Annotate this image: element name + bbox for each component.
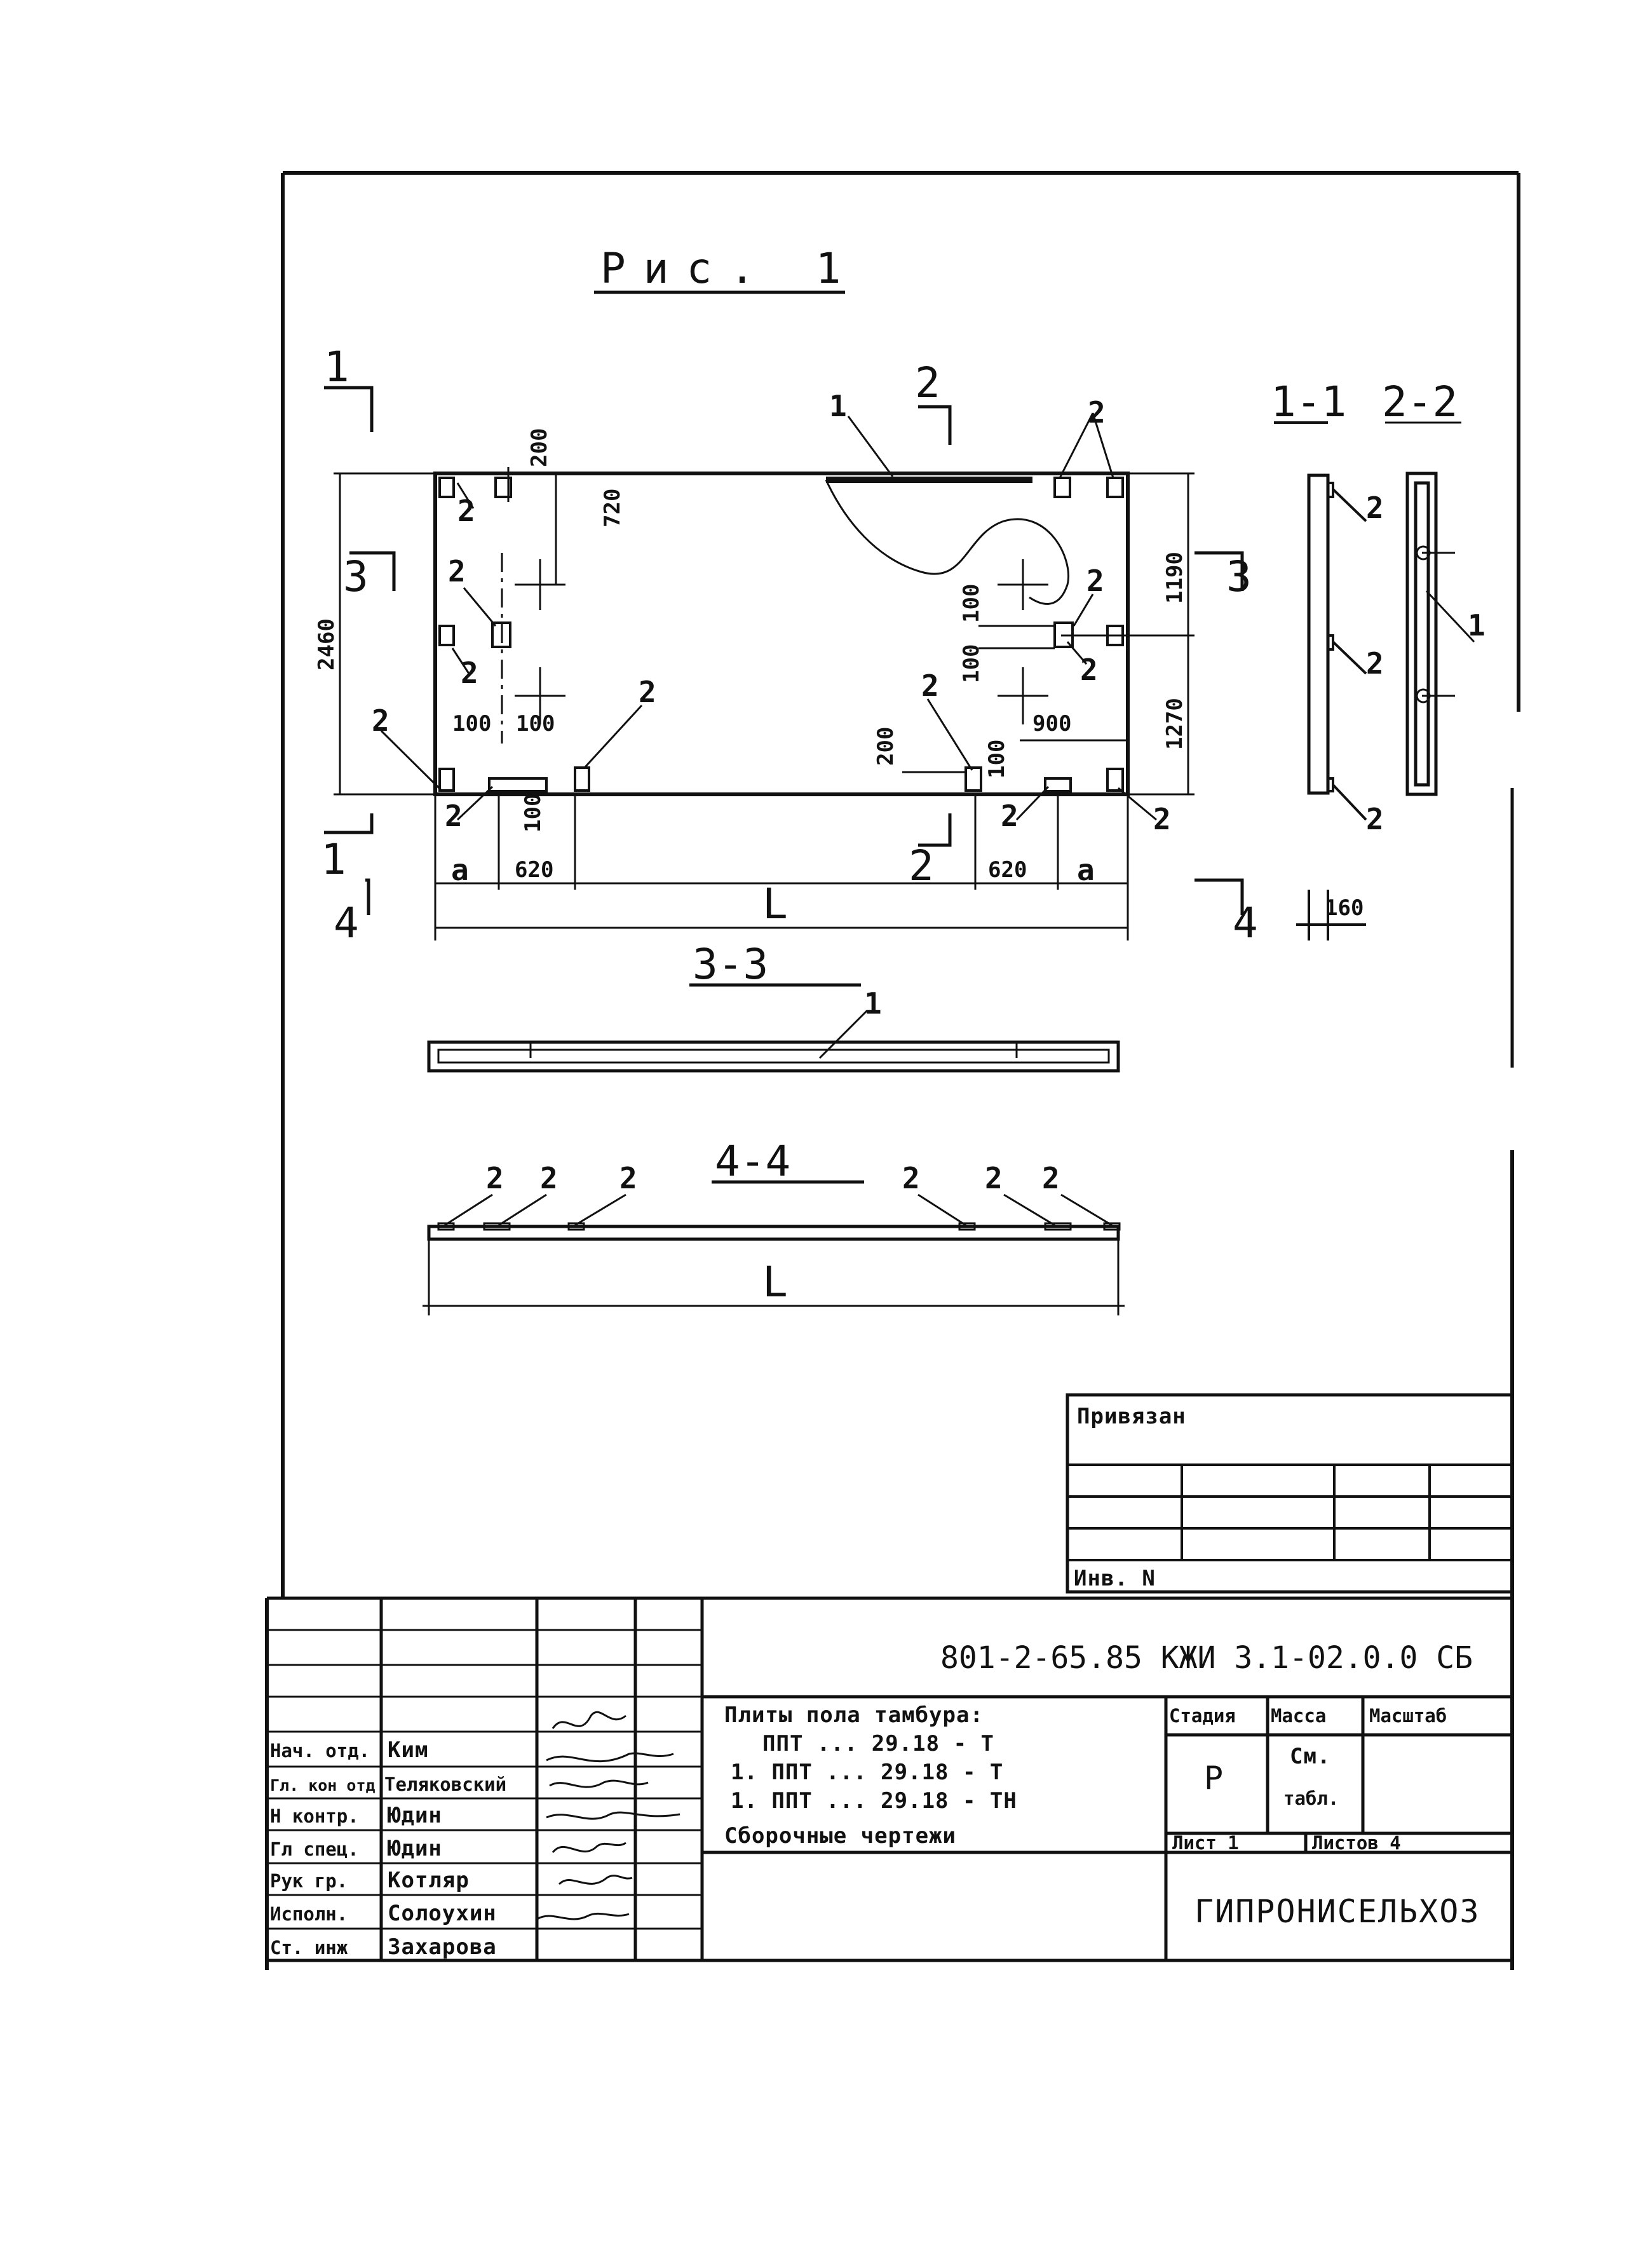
dim-100: 100 (959, 644, 984, 683)
role-label: Нач. отд. (270, 1740, 370, 1762)
dim-1270: 1270 (1162, 698, 1188, 750)
mass-value-2: табл. (1283, 1788, 1339, 1809)
dim-thickness: 160 (1325, 895, 1364, 921)
sheets-label: Листов 4 (1312, 1832, 1401, 1854)
section-1-1-view (1307, 473, 1330, 795)
section-title-1-1: 1-1 (1271, 377, 1346, 426)
section-4-4-view (427, 1225, 1120, 1241)
role-label: Исполн. (270, 1903, 348, 1925)
figure-title: Рис. 1 (600, 244, 858, 293)
role-name: Теляковский (384, 1774, 506, 1795)
role-label: Н контр. (270, 1805, 359, 1827)
section-title-4-4: 4-4 (715, 1137, 790, 1186)
part-label-embed: 2 (1080, 653, 1098, 687)
section-2-2-view (1385, 421, 1475, 796)
title-block-grid (267, 1596, 1512, 1962)
document-code: 801-2-65.85 КЖИ 3.1-02.0.0 СБ (940, 1640, 1473, 1676)
section-mark-2-bottom: 2 (909, 841, 934, 890)
part-label-embed: 2 (461, 656, 478, 690)
dim-620-right: 620 (988, 857, 1027, 883)
dim-height: 2460 (314, 618, 339, 670)
part-label-embed: 2 (1153, 802, 1171, 836)
part-label-embed: 2 (457, 494, 475, 528)
role-label: Гл. кон отд (270, 1776, 376, 1795)
dim-a-left: a (451, 853, 469, 887)
dim-900: 900 (1032, 711, 1071, 737)
part-label-embed: 2 (1001, 799, 1019, 833)
dim-100: 100 (984, 740, 1010, 778)
part-label-embed: 2 (372, 703, 389, 738)
part-label-embed: 2 (445, 799, 463, 833)
section-mark-1-top: 1 (324, 343, 349, 391)
cutaway-break-line (825, 479, 1069, 605)
dim-100: 100 (520, 794, 546, 832)
section-title-2-2: 2-2 (1382, 377, 1458, 426)
section-mark-1-bottom: 1 (321, 835, 346, 884)
role-name: Юдин (388, 1836, 442, 1861)
part-label-embed: 2 (1086, 564, 1104, 598)
drawing-name-line: 1. ППТ ... 29.18 - Т (731, 1760, 1003, 1785)
dim-620-left: 620 (515, 857, 553, 883)
part-label-rebar: 1 (829, 389, 847, 423)
part-label-embed: 2 (1366, 491, 1384, 525)
mass-value-1: См. (1290, 1744, 1330, 1769)
scale-header: Масштаб (1369, 1705, 1447, 1727)
role-name: Ким (388, 1737, 428, 1763)
dim-1190: 1190 (1162, 552, 1188, 604)
role-name: Юдин (388, 1803, 442, 1828)
section-3-3-view (427, 1040, 1120, 1073)
part-label-embed: 2 (540, 1161, 558, 1195)
section-mark-2-top: 2 (915, 358, 940, 407)
dim-200: 200 (527, 428, 552, 467)
part-label-embed: 2 (1088, 395, 1106, 430)
dim-100: 100 (516, 711, 555, 737)
section-mark-3-right: 3 (1226, 552, 1252, 601)
part-label-rebar: 1 (864, 986, 882, 1021)
dim-L-section: L (762, 1258, 788, 1307)
inv-label: Инв. N (1074, 1566, 1156, 1591)
section-mark-4-right: 4 (1233, 899, 1258, 947)
dim-a-right: a (1077, 853, 1095, 887)
part-label-embed: 2 (619, 1161, 637, 1195)
role-label: Рук гр. (270, 1870, 348, 1892)
slab-plan-view (433, 472, 1130, 796)
part-label-embed: 2 (639, 675, 656, 709)
part-label-embed: 2 (1366, 802, 1384, 836)
part-label-embed: 2 (921, 669, 939, 703)
dim-100: 100 (959, 584, 984, 623)
drawing-name-line: ППТ ... 29.18 - Т (762, 1731, 994, 1756)
part-label-rebar: 1 (1468, 608, 1485, 642)
drawing-name-line: Сборочные чертежи (724, 1823, 956, 1849)
dim-100: 100 (452, 711, 491, 737)
section-title-3-3: 3-3 (693, 940, 768, 989)
part-label-embed: 2 (1366, 646, 1384, 681)
part-label-embed: 2 (448, 554, 466, 588)
part-label-embed: 2 (1042, 1161, 1060, 1195)
mass-header: Масса (1271, 1705, 1326, 1727)
dim-L-plan: L (762, 879, 788, 928)
role-label: Ст. инж (270, 1937, 348, 1959)
section-mark-3-left: 3 (343, 552, 369, 601)
attached-label: Привязан (1077, 1404, 1186, 1429)
part-label-embed: 2 (902, 1161, 920, 1195)
role-name: Солоухин (388, 1901, 497, 1926)
role-label: Гл спец. (270, 1838, 359, 1860)
attached-block (1066, 1393, 1514, 1594)
organization-name: ГИПРОНИСЕЛЬХОЗ (1194, 1893, 1480, 1930)
part-label-embed: 2 (486, 1161, 504, 1195)
role-name: Захарова (388, 1934, 497, 1960)
role-name: Котляр (388, 1868, 470, 1893)
stage-value: Р (1204, 1760, 1223, 1796)
drawing-name-line: 1. ППТ ... 29.18 - ТН (731, 1788, 1017, 1814)
dim-720: 720 (600, 489, 625, 527)
drawing-name-line: Плиты пола тамбура: (724, 1702, 984, 1728)
part-label-embed: 2 (985, 1161, 1003, 1195)
stage-header: Стадия (1169, 1705, 1236, 1727)
sheet-label: Лист 1 (1172, 1832, 1239, 1854)
dim-200: 200 (873, 727, 898, 766)
signatures (536, 1711, 680, 1920)
section-mark-4-left: 4 (334, 899, 359, 947)
